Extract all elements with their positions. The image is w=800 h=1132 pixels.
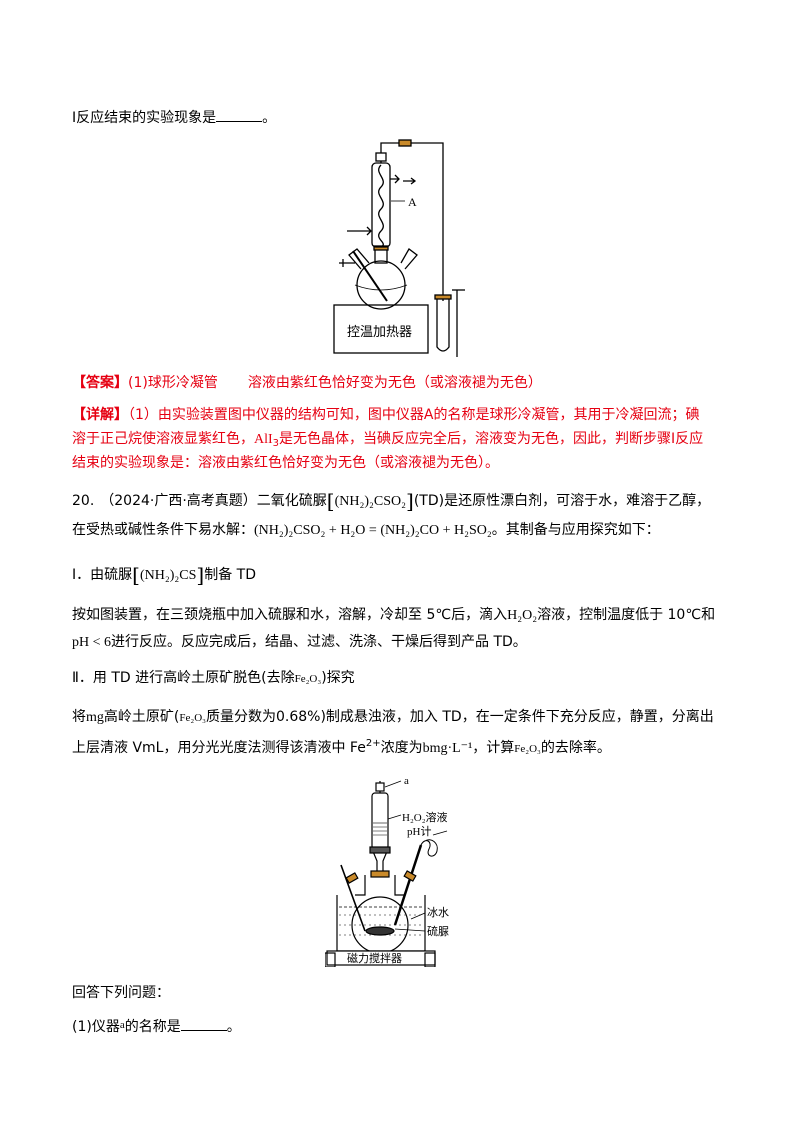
hydrolysis-equation: (NH₂)₂CSO₂ + H₂O = (NH₂)₂CO + H₂SO₂ bbox=[254, 523, 492, 538]
ph-meter-label: pH计 bbox=[407, 825, 431, 838]
thiourea-label: 硫脲 bbox=[427, 924, 449, 938]
stirrer-label: 磁力搅拌器 bbox=[347, 951, 402, 965]
questions-intro: 回答下列问题： bbox=[72, 985, 170, 1001]
td-preparation-figure: a H₂O₂溶液 pH计 冰水 硫脲 磁力搅拌器 bbox=[325, 775, 449, 967]
h2o2-label: H₂O₂溶液 bbox=[402, 810, 448, 824]
heater-box bbox=[333, 304, 429, 354]
three-neck-flask bbox=[356, 260, 406, 310]
heater-label: 控温加热器 bbox=[347, 325, 412, 340]
section-1-heading: Ⅰ．由硫脲[(NH₂)₂CS]制备 TD bbox=[72, 563, 256, 587]
section-2-heading: Ⅱ．用 TD 进行高岭土原矿脱色(去除Fe₂O₃)探究 bbox=[72, 670, 355, 686]
detail-line-2: 溶于正己烷使溶液显紫红色，AlI3是无色晶体，当碘反应完全后，溶液变为无色，因此… bbox=[72, 431, 704, 449]
procedure-line-1: 按如图装置，在三颈烧瓶中加入硫脲和水，溶解，冷却至 5℃后，滴入H₂O₂溶液，控… bbox=[72, 607, 716, 623]
q20-line-1: 20.（2024·广西·高考真题）二氧化硫脲[(NH₂)₂CSO₂](TD)是还… bbox=[72, 489, 711, 513]
detail-line-3: 结束的实验现象是：溶液由紫红色恰好变为无色（或溶液褪为无色）。 bbox=[72, 455, 499, 471]
answer-blank bbox=[216, 107, 263, 122]
experiment-line-1: 将mg高岭土原矿(Fe₂O₃质量分数为0.68%)制成悬浊液，加入 TD，在一定… bbox=[72, 709, 714, 725]
procedure-line-2: pH < 6进行反应。反应完成后，结晶、过滤、洗涤、干燥后得到产品 TD。 bbox=[72, 634, 527, 650]
q20-line-2: 在受热或碱性条件下易水解：(NH₂)₂CSO₂ + H₂O = (NH₂)₂CO… bbox=[72, 522, 660, 538]
label-a-fig2: a bbox=[404, 775, 409, 787]
question-1: (1)仪器a的名称是。 bbox=[72, 1015, 241, 1037]
detail-line-1: 【详解】（1）由实验装置图中仪器的结构可知，图中仪器A的名称是球形冷凝管，其用于… bbox=[72, 407, 700, 423]
question-line: Ⅰ反应结束的实验现象是。 bbox=[72, 107, 276, 128]
label-a: A bbox=[408, 195, 417, 209]
answer-line: 【答案】(1)球形冷凝管溶液由紫红色恰好变为无色（或溶液褪为无色） bbox=[72, 375, 542, 391]
answer-blank bbox=[180, 1016, 227, 1031]
reflux-apparatus-figure: A 控温加热器 bbox=[333, 139, 465, 357]
ice-water-label: 冰水 bbox=[427, 906, 449, 919]
experiment-line-2: 上层清液 VmL，用分光光度法测得该清液中 Fe2+浓度为bmg·L⁻¹，计算F… bbox=[72, 738, 611, 756]
